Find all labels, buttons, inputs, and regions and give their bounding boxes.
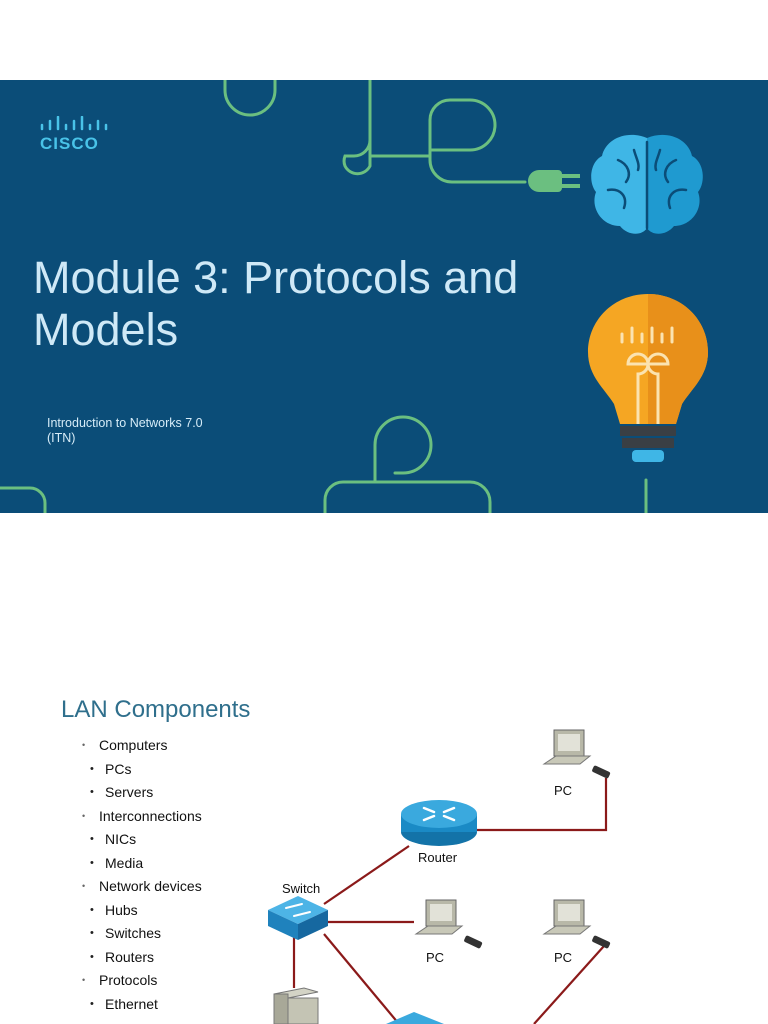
sub-bullet-item: Media [80,854,202,878]
link-switch-bottom-device [323,933,400,1024]
cisco-logo: CISCO [40,115,112,153]
plug-icon [528,170,580,192]
pc-right-icon [542,899,611,949]
router-icon [401,800,477,846]
bullet-item: Protocols [80,971,202,995]
bottom-switch-icon [386,1012,444,1024]
lan-components-title: LAN Components [61,696,251,723]
lightbulb-icon [588,294,708,462]
link-switch-router [323,845,410,905]
sub-bullet-item: PCs [80,760,202,784]
sub-bullet-item: NICs [80,830,202,854]
brain-icon [591,134,703,234]
switch-icon [268,896,328,940]
network-links [292,778,608,1024]
switch-label: Switch [282,881,320,896]
router-label: Router [418,850,458,865]
pc-right-label: PC [554,950,572,965]
pc-middle-icon [414,899,483,949]
cisco-bars-icon [40,115,108,131]
title-slide: CISCO Module 3: Protocols and Models Int… [0,80,768,513]
bullet-item: Interconnections [80,807,202,831]
cisco-wordmark: CISCO [40,134,99,153]
bullet-item: Network devices [80,877,202,901]
pc-top-icon [542,729,611,779]
bullet-item: Computers [80,736,202,760]
link-bottom-pc-right [533,945,605,1024]
slide-title: Module 3: Protocols and Models [33,252,519,355]
pc-top-label: PC [554,783,572,798]
sub-bullet-item: Routers [80,948,202,972]
decorative-lines [0,80,648,513]
bullet-list: ComputersPCsServersInterconnectionsNICsM… [80,736,202,1018]
sub-bullet-item: Hubs [80,901,202,925]
link-router-pc-top [474,778,608,832]
lan-diagram: Router Switch PC PC PC [264,726,624,1024]
sub-bullet-item: Servers [80,783,202,807]
sub-bullet-item: Ethernet [80,995,202,1019]
sub-bullet-item: Switches [80,924,202,948]
server-icon [273,987,319,1024]
slide-subtitle: Introduction to Networks 7.0 (ITN) [47,416,203,445]
pc-middle-label: PC [426,950,444,965]
